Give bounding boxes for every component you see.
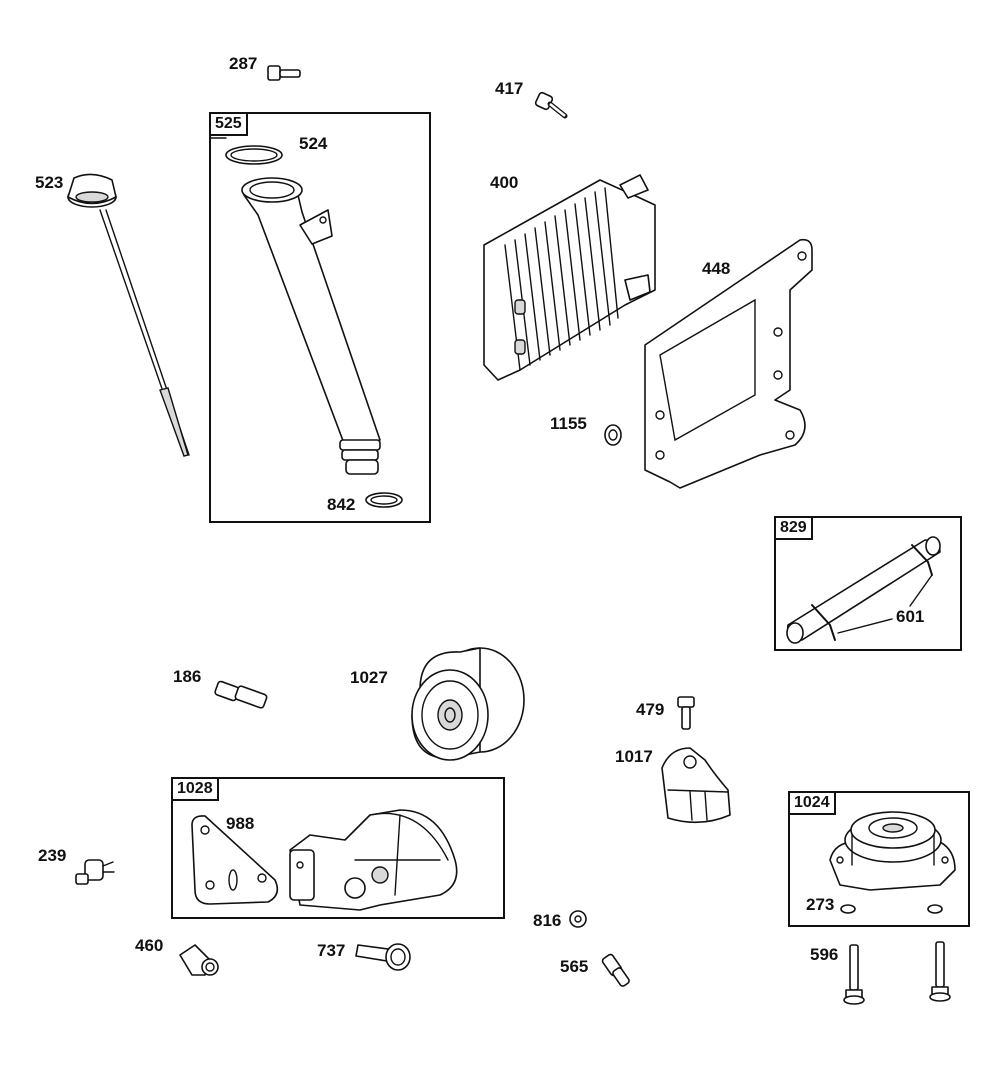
part-label-524: 524 <box>299 134 328 153</box>
part-label-737: 737 <box>317 941 346 960</box>
part-label-239: 239 <box>38 846 67 865</box>
bolt-737-icon <box>355 943 411 971</box>
group-box-525 <box>209 112 431 523</box>
group-box-829 <box>774 516 962 651</box>
part-label-1027: 1027 <box>350 668 388 687</box>
washer-273-icon <box>840 904 856 914</box>
washer-1155-icon <box>604 424 622 446</box>
part-label-988: 988 <box>226 814 255 833</box>
part-label-1155: 1155 <box>550 414 587 433</box>
bolts-596-icon <box>843 941 951 1005</box>
part-label-565: 565 <box>560 957 589 976</box>
part-label-448: 448 <box>702 259 731 278</box>
washer-816-icon <box>569 910 587 928</box>
part-label-1017: 1017 <box>615 747 653 766</box>
part-label-417: 417 <box>495 79 524 98</box>
bolt-479-icon <box>677 696 695 730</box>
filter-adapter-1028-icon <box>289 809 458 911</box>
shroud-1017-icon <box>661 747 731 824</box>
oil-sensor-239-icon <box>75 859 115 885</box>
hose-829-icon <box>786 536 941 644</box>
part-label-479: 479 <box>636 700 665 719</box>
screw-287-icon <box>267 65 301 81</box>
part-label-460: 460 <box>135 936 164 955</box>
part-label-273: 273 <box>806 895 835 914</box>
group-label-525: 525 <box>209 112 248 136</box>
part-label-601: 601 <box>896 607 925 626</box>
group-box-1024 <box>788 791 970 927</box>
fitting-565-icon <box>601 953 630 987</box>
bracket-448-icon <box>644 238 813 489</box>
group-box-1028 <box>171 777 505 919</box>
group-label-829: 829 <box>774 516 813 540</box>
gasket-988-icon <box>191 815 279 905</box>
part-label-842: 842 <box>327 495 356 514</box>
oil-cooler-400-icon <box>483 174 656 381</box>
part-label-816: 816 <box>533 911 562 930</box>
part-label-186: 186 <box>173 667 202 686</box>
oil-filter-1027-icon <box>411 647 525 761</box>
elbow-460-icon <box>179 944 219 976</box>
group-label-1028: 1028 <box>171 777 219 801</box>
dipstick-523-icon <box>67 173 190 457</box>
part-label-287: 287 <box>229 54 258 73</box>
part-label-523: 523 <box>35 173 64 192</box>
part-label-596: 596 <box>810 945 839 964</box>
bolt-417-icon <box>534 91 568 119</box>
group-label-1024: 1024 <box>788 791 836 815</box>
oil-pump-1024-icon <box>829 811 956 891</box>
fill-tube-525-icon <box>241 177 381 475</box>
part-label-400: 400 <box>490 173 519 192</box>
fitting-186-icon <box>214 680 268 709</box>
